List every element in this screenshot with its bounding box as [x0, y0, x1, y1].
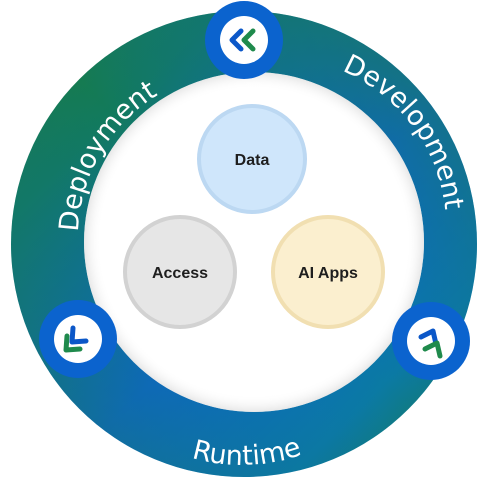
double-chevron-down-left-icon: [63, 325, 89, 353]
double-chevron-up-right-icon: [418, 328, 443, 359]
node-access-label: Access: [152, 265, 208, 282]
node-ai-apps: AI Apps: [271, 215, 385, 329]
deployment-badge: [39, 300, 117, 378]
development-badge: [205, 1, 283, 79]
runtime-badge: [392, 302, 470, 380]
node-data-circle: [197, 104, 307, 214]
node-ai-apps-circle: [271, 215, 385, 329]
node-access: Access: [123, 215, 237, 329]
node-ai-apps-label: AI Apps: [298, 265, 358, 282]
node-access-circle: [123, 215, 237, 329]
node-data-label: Data: [235, 152, 270, 169]
double-chevron-left-icon: [229, 28, 256, 52]
node-data: Data: [197, 104, 307, 214]
